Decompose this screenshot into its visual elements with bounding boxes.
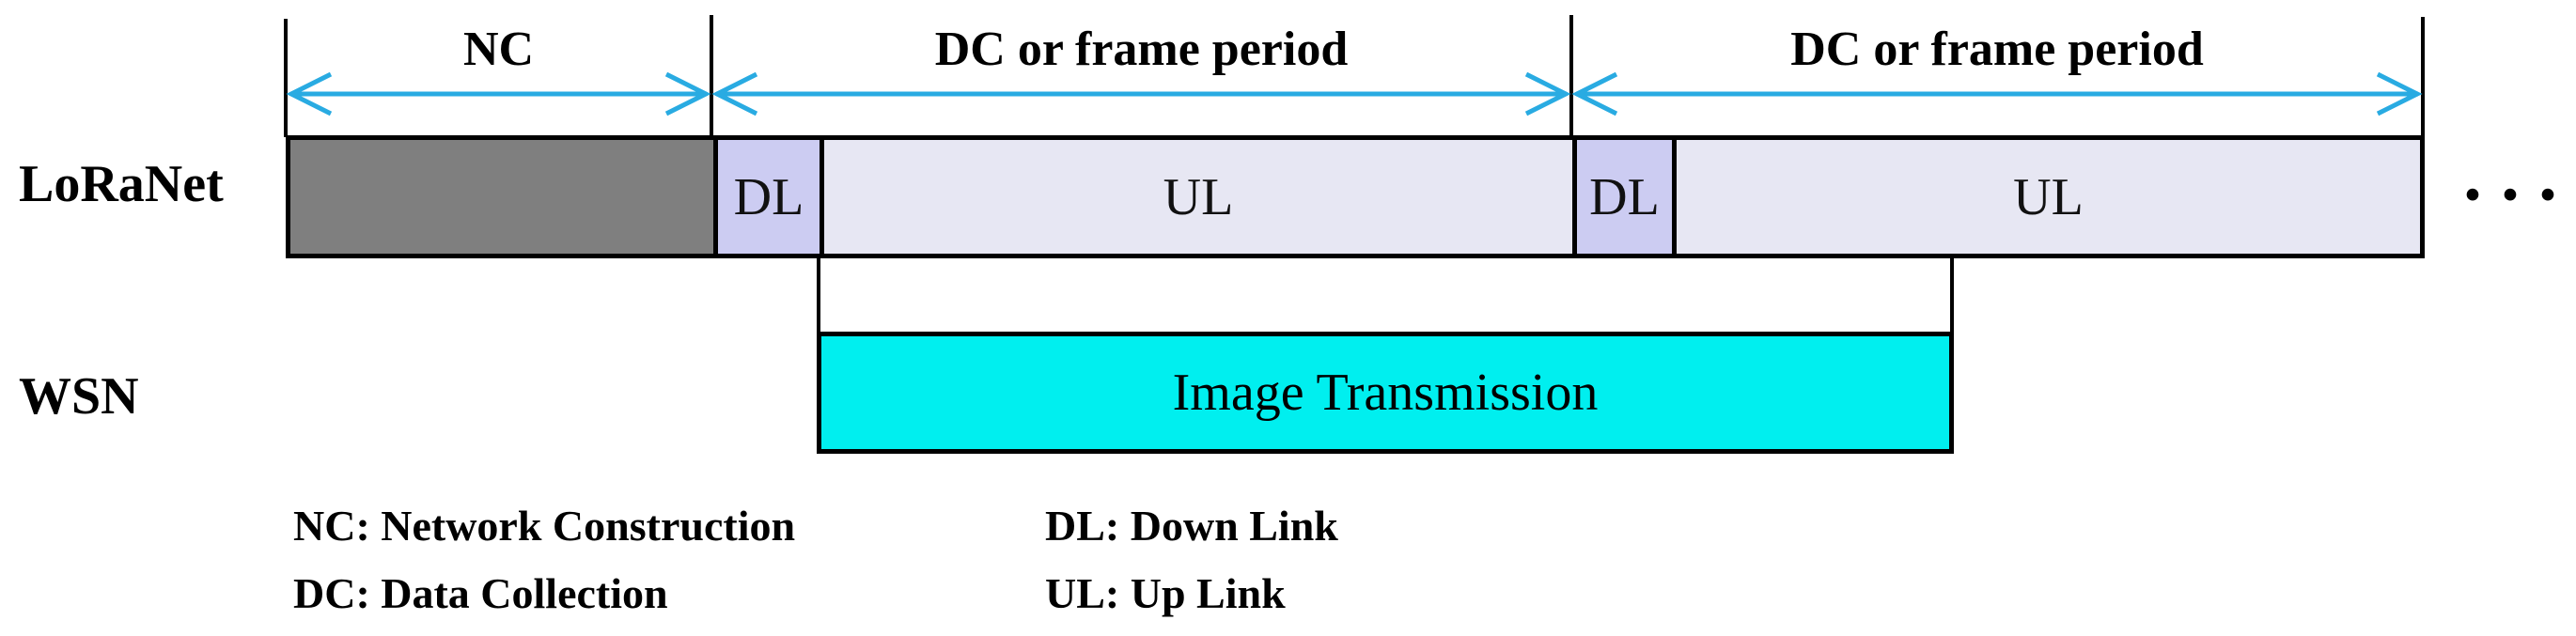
legend-column-1: NC: Network Construction DC: Data Collec… bbox=[293, 492, 795, 628]
segment-down-link-1: DL bbox=[713, 140, 820, 254]
legend-item-ul: UL: Up Link bbox=[1045, 569, 1286, 617]
segment-down-link-2: DL bbox=[1572, 140, 1672, 254]
period-label-dc-1: DC or frame period bbox=[934, 23, 1349, 76]
nc-dimension-arrow bbox=[286, 71, 711, 116]
dc-period-2-dimension-arrow bbox=[1571, 71, 2423, 116]
loranet-timeline: DL UL DL UL bbox=[286, 135, 2425, 258]
segment-up-link-2: UL bbox=[1672, 140, 2420, 254]
legend-item-dc: DC: Data Collection bbox=[293, 569, 668, 617]
legend-item-dl: DL: Down Link bbox=[1045, 502, 1338, 550]
ellipsis-dots-icon: ··· bbox=[2460, 153, 2574, 235]
row-label-loranet: LoRaNet bbox=[19, 155, 224, 213]
row-label-wsn: WSN bbox=[19, 367, 139, 426]
wsn-box-label: Image Transmission bbox=[1172, 364, 1599, 422]
segment-up-link-1: UL bbox=[820, 140, 1572, 254]
wsn-image-transmission-box: Image Transmission bbox=[817, 332, 1954, 454]
dc-period-1-dimension-arrow bbox=[711, 71, 1571, 116]
legend-item-nc: NC: Network Construction bbox=[293, 502, 796, 550]
period-label-nc: NC bbox=[462, 23, 535, 76]
segment-label: DL bbox=[1589, 167, 1660, 226]
segment-label: DL bbox=[733, 167, 804, 226]
segment-network-construction bbox=[290, 140, 713, 254]
period-label-dc-2: DC or frame period bbox=[1790, 23, 2204, 76]
segment-label: UL bbox=[1163, 167, 1234, 226]
segment-label: UL bbox=[2013, 167, 2084, 226]
legend-column-2: DL: Down Link UL: Up Link bbox=[1045, 492, 1338, 628]
